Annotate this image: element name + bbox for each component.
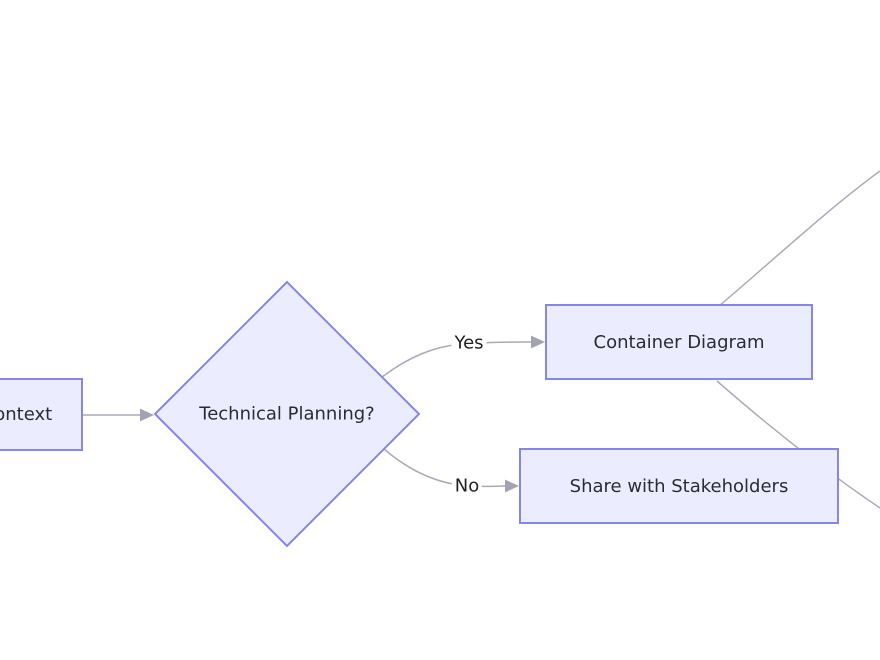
edge-label-no: No (451, 475, 483, 497)
node-system-context-label: System Context (0, 404, 53, 425)
node-technical-planning-label: Technical Planning? (199, 403, 375, 425)
arrowhead-into-decision (140, 408, 154, 422)
node-share-with-stakeholders-label: Share with Stakeholders (569, 475, 789, 497)
edge-decision-to-share (383, 448, 507, 488)
arrowhead-into-container (531, 335, 545, 349)
node-container-diagram-label: Container Diagram (593, 331, 765, 353)
node-container-diagram: Container Diagram (545, 304, 813, 380)
decision-diamond-shape (153, 280, 421, 548)
edge-label-yes: Yes (451, 332, 487, 354)
node-share-with-stakeholders: Share with Stakeholders (519, 448, 839, 524)
node-system-context: System Context (0, 378, 83, 451)
arrowhead-into-share (505, 479, 519, 493)
edge-container-to-offscreen-top (718, 170, 880, 307)
